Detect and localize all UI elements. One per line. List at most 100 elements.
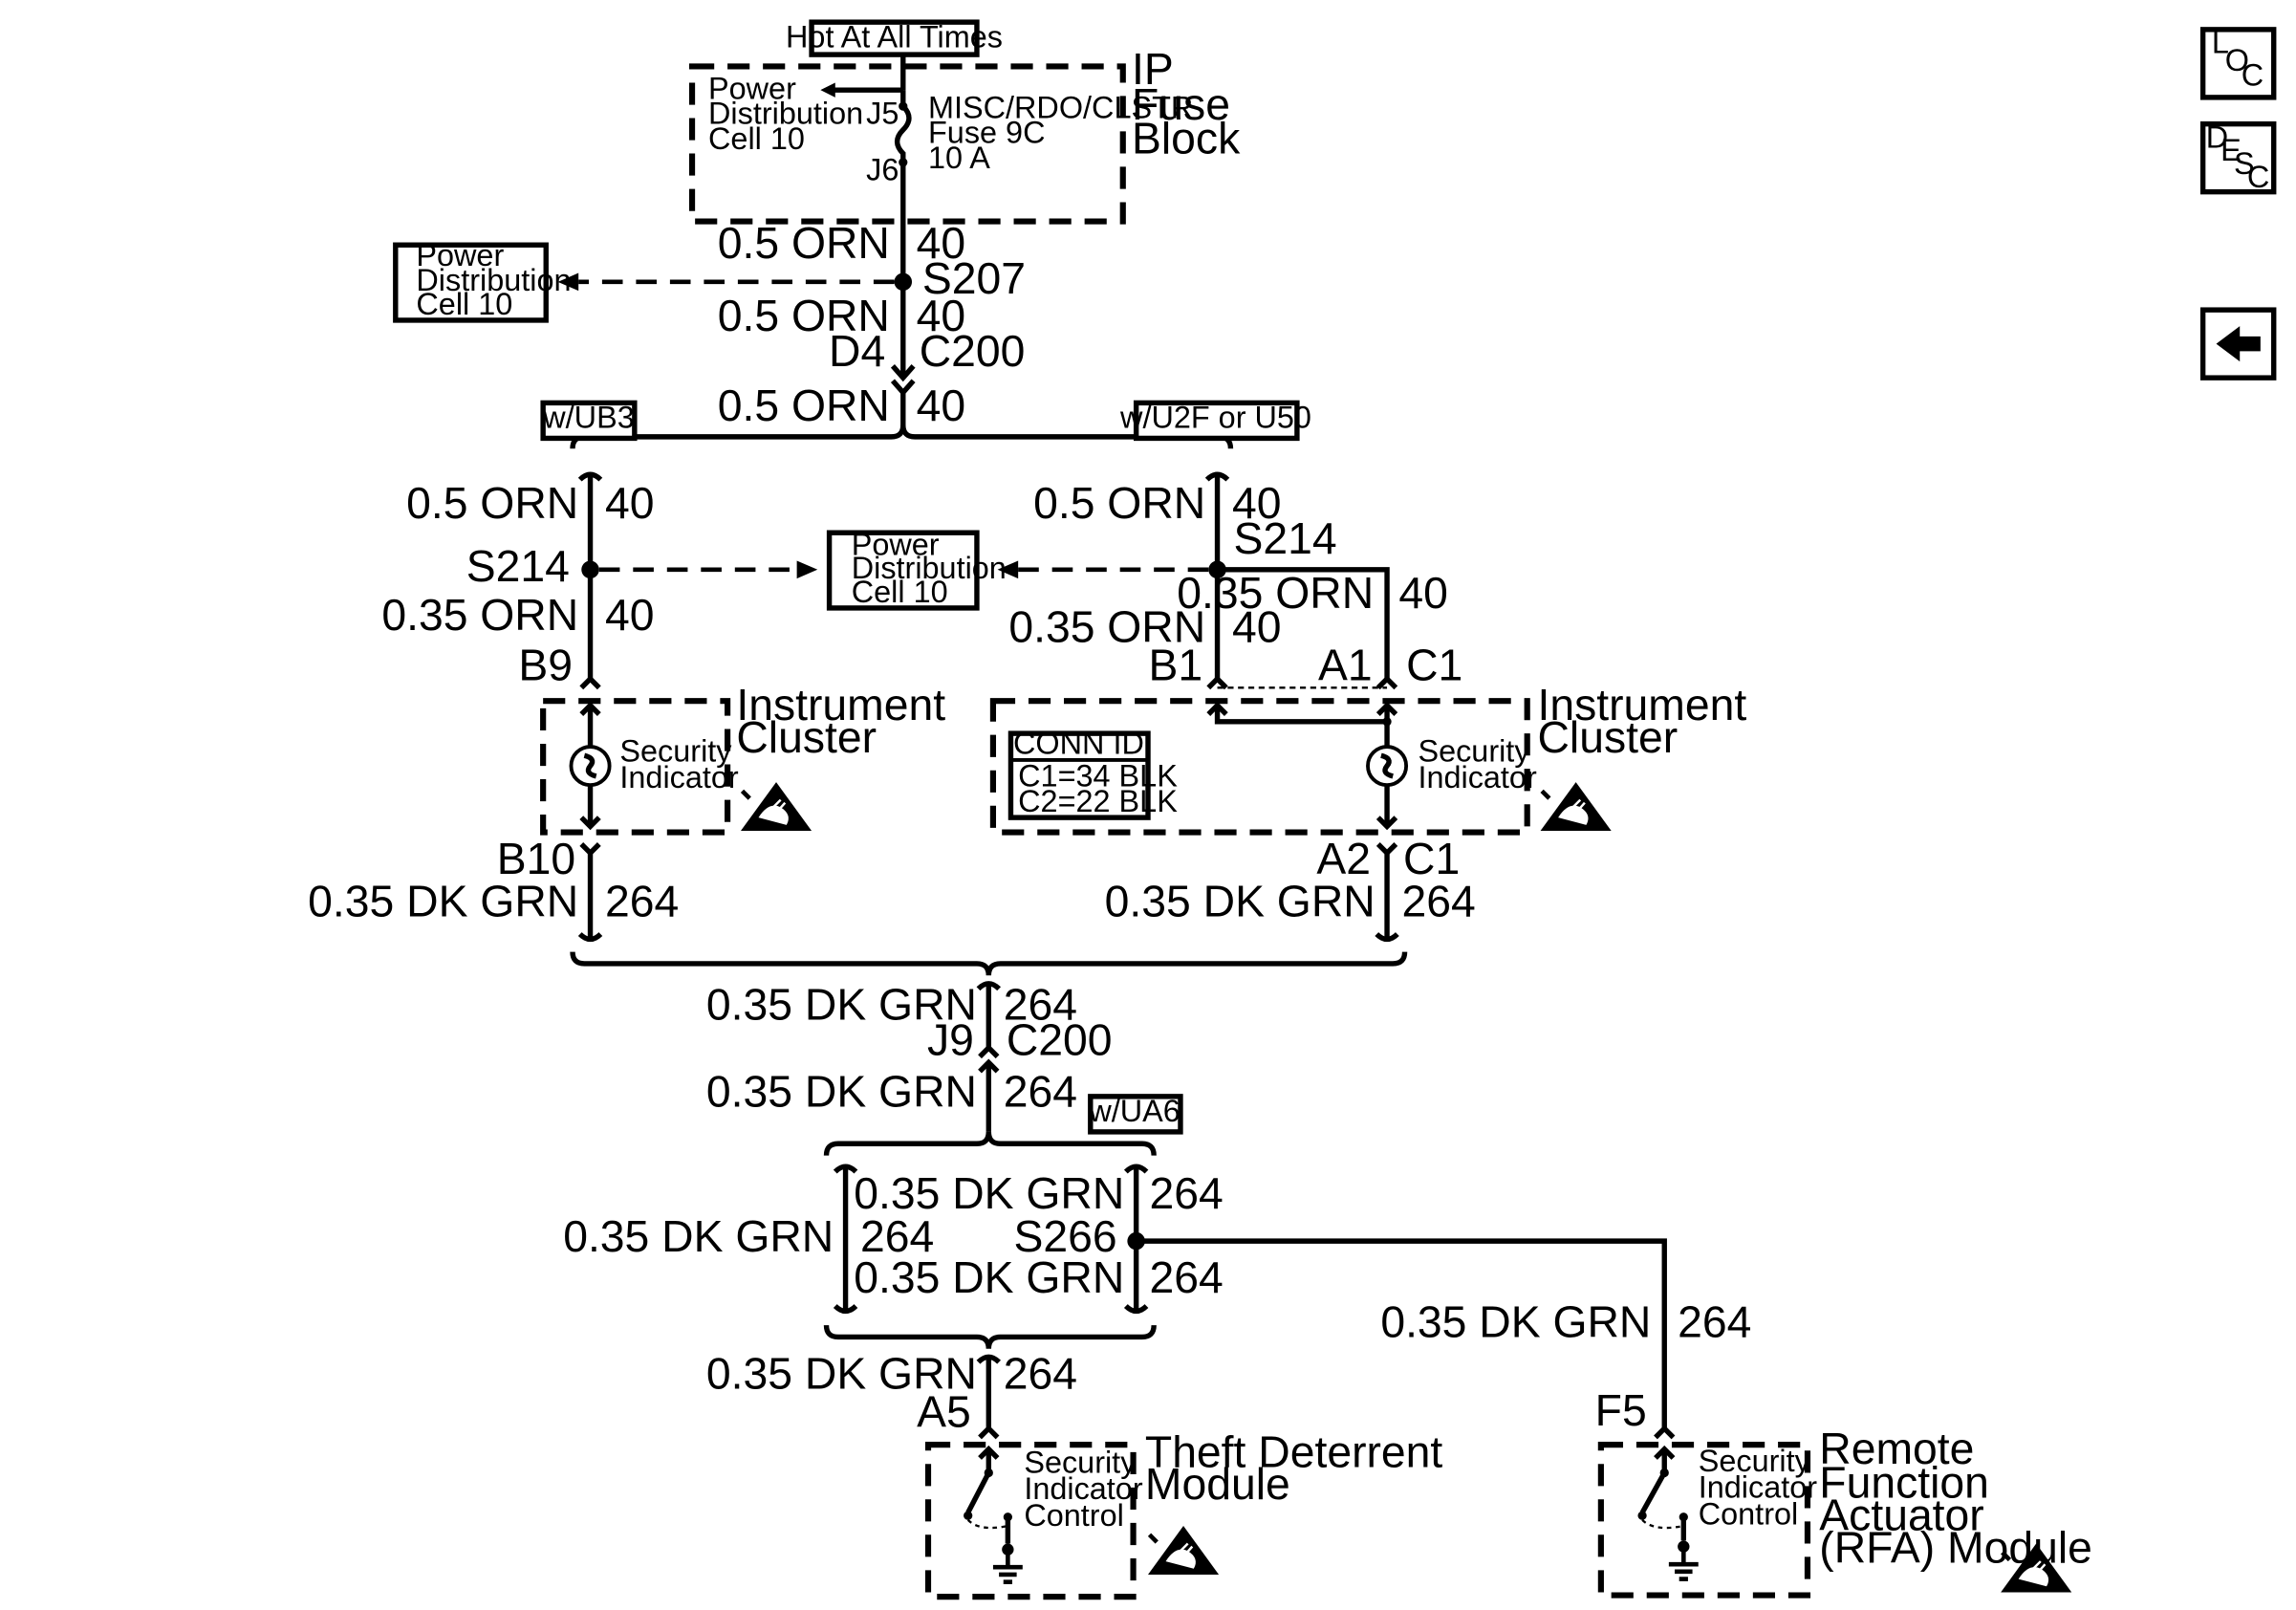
lower-left-wire-label: 0.35 DK GRN (563, 1211, 834, 1261)
trunk-w2-circuit: 40 (917, 291, 966, 340)
left-w1-circuit: 40 (605, 478, 654, 528)
location-button[interactable]: L O C (2199, 26, 2277, 100)
desc-letter-e: E (2220, 133, 2242, 167)
right-w2a-wire: 0.35 ORN (1008, 601, 1205, 651)
left-w1-wire: 0.5 ORN (406, 478, 578, 528)
lower-bottom-brace (823, 1324, 1157, 1349)
conn-id-c2: C2=22 BLK (1018, 784, 1178, 818)
right-conn-c1-top: C1 (1406, 641, 1462, 690)
rfa-switch-pivot (1637, 1511, 1647, 1520)
ip-fuse-block-box (688, 63, 1126, 225)
lower-top-wire: 0.35 DK GRN (854, 1168, 1124, 1218)
lower-w1-circuit: 264 (1004, 980, 1077, 1030)
conn-id-c1: C1=34 BLK (1018, 759, 1178, 794)
right-w1-wire: 0.5 ORN (1033, 478, 1205, 528)
fuse-name-line2: Fuse 9C (928, 116, 1045, 150)
theft-ground-icon (993, 1544, 1023, 1582)
rfa-module-name-line1: Remote (1819, 1424, 1974, 1473)
right-b1-terminal (1206, 675, 1228, 690)
location-button-frame (2199, 27, 2277, 100)
left-cluster-name-line1: Instrument (736, 680, 945, 729)
left-indicator-line2: Indicator (619, 760, 739, 794)
splice-s207-dot (894, 272, 913, 292)
right-b1-inner-terminal (1206, 701, 1228, 716)
lower-w1-wire: 0.35 DK GRN (706, 980, 977, 1030)
back-arrow-icon (2216, 326, 2261, 362)
theft-module-esd-icon (1148, 1526, 1219, 1575)
right-branch-bottom-cap (1375, 932, 1399, 943)
theft-module-name-line1: Theft Deterrent (1145, 1426, 1442, 1476)
left-splice-s214-dot (581, 560, 599, 579)
power-dist-mid-line3: Cell 10 (852, 575, 948, 609)
lower-bot-circuit: 264 (1150, 1252, 1224, 1302)
power-dist-mid-box (826, 530, 980, 611)
loc-letter-c: C (2242, 58, 2264, 93)
lower-left-bottom-cap (833, 1304, 858, 1315)
fuse-block-name-line3: Block (1132, 114, 1241, 163)
right-a2-terminal (1375, 841, 1398, 857)
rfa-control-line3: Control (1699, 1496, 1798, 1531)
splice-s266: S266 (1013, 1211, 1116, 1261)
rfa-switch-blade-icon (1639, 1471, 1667, 1514)
right-cluster-name-line1: Instrument (1537, 680, 1746, 729)
left-cluster-esd-icon (741, 782, 812, 831)
pin-f5: F5 (1595, 1385, 1647, 1435)
trunk-w1-wire: 0.5 ORN (718, 218, 890, 268)
rfa-feed-wire-label: 0.35 DK GRN (1380, 1296, 1651, 1346)
desc-letter-c: C (2247, 160, 2269, 194)
loc-letter-l: L (2212, 26, 2229, 60)
back-button[interactable] (2199, 307, 2277, 381)
description-button[interactable]: D E S C (2199, 120, 2277, 195)
right-pin-a1: A1 (1318, 641, 1373, 690)
fuse-name-line3: 10 A (928, 141, 990, 175)
rfa-module-name-line3: Actuator (1819, 1490, 1983, 1540)
left-bulb-terminal-bottom (579, 816, 601, 831)
right-indicator-line2: Indicator (1418, 760, 1537, 794)
power-dist-left-box (393, 242, 549, 323)
right-w1-circuit: 40 (1232, 478, 1282, 528)
connector-c200-top: C200 (920, 326, 1026, 376)
right-cluster-name-line2: Cluster (1537, 712, 1678, 762)
left-pin-b9: B9 (518, 641, 573, 690)
lower-top-circuit: 264 (1150, 1168, 1224, 1218)
power-dist-left-line3: Cell 10 (416, 287, 512, 321)
lower-left-circuit: 264 (860, 1211, 934, 1261)
right-indicator-line1: Security (1418, 733, 1530, 768)
desc-letter-d: D (2206, 120, 2228, 154)
right-bulb-terminal-bottom (1375, 816, 1398, 831)
desc-letter-s: S (2234, 146, 2255, 181)
power-dist-left-line1: Power (416, 238, 504, 272)
option-w-ua6 (1088, 1094, 1183, 1135)
rfa-feed-circuit: 264 (1678, 1296, 1751, 1346)
inner-power-dist-line2: Distribution (708, 97, 863, 131)
theft-switch-blade-icon (965, 1471, 991, 1514)
power-dist-mid-line2: Distribution (852, 551, 1007, 585)
power-dist-mid-line1: Power (852, 527, 940, 561)
right-w3-wire: 0.35 DK GRN (1105, 877, 1375, 926)
s207-arrowhead (557, 272, 579, 292)
left-branch-bottom-cap (577, 932, 603, 943)
trunk-w3-circuit: 40 (917, 381, 966, 430)
lower-top-brace (823, 1131, 1157, 1156)
right-a1-wire (1217, 567, 1390, 680)
rfa-control-line2: Indicator (1699, 1470, 1818, 1505)
left-b9-terminal (579, 675, 601, 690)
option-w-ub3-text: w/UB3 (542, 401, 634, 435)
lower-w2-circuit: 264 (1004, 1067, 1077, 1117)
left-cluster-name-line2: Cluster (736, 712, 877, 762)
rfa-switch-link (1641, 1518, 1684, 1530)
left-bulb-filament (583, 752, 597, 779)
right-w2a-circuit: 40 (1232, 601, 1282, 651)
fuse-block-name-line2: Fuse (1132, 79, 1230, 129)
lower-w3-circuit: 264 (1004, 1348, 1077, 1398)
left-w3-circuit: 264 (605, 877, 679, 926)
theft-control-line2: Indicator (1024, 1471, 1143, 1506)
left-indicator-line1: Security (619, 733, 732, 768)
splice-s207: S207 (922, 253, 1026, 303)
fuse-name-line1: MISC/RDO/CLSTR (928, 90, 1193, 124)
left-w3-wire: 0.35 DK GRN (308, 877, 578, 926)
pin-d4: D4 (829, 326, 885, 376)
right-w2b-wire: 0.35 ORN (1177, 568, 1374, 618)
pin-j6: J6 (866, 152, 899, 186)
